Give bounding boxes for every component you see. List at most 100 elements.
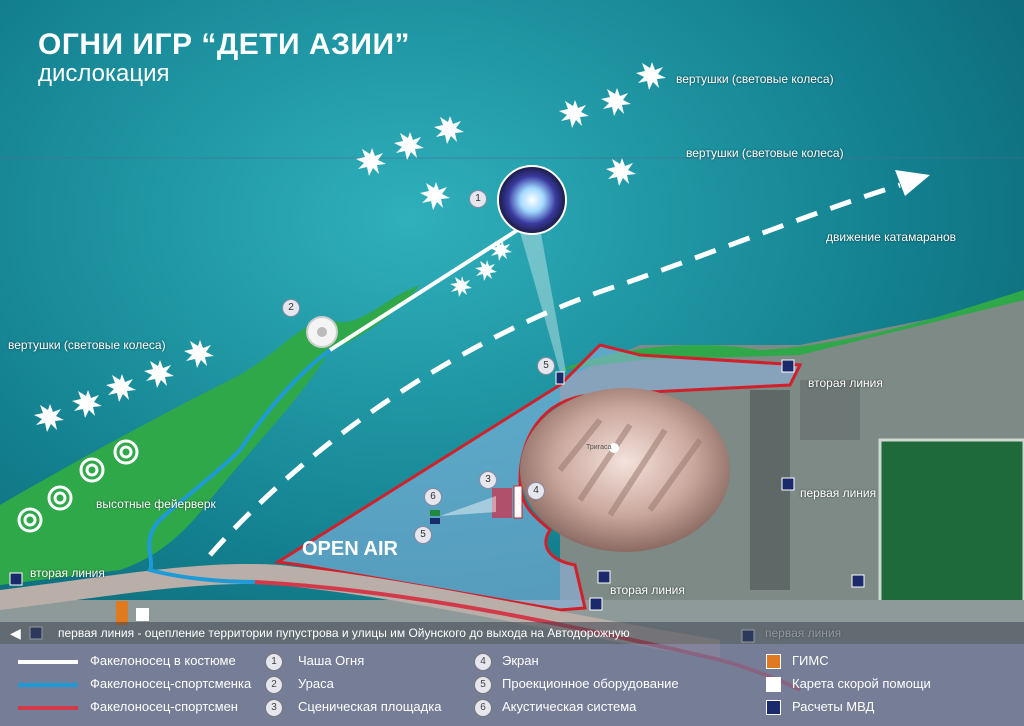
label-pinwheels-left: вертушки (световые колеса) bbox=[8, 338, 166, 352]
firework-ring bbox=[119, 445, 133, 459]
gims-post bbox=[116, 601, 128, 625]
firework-ring bbox=[47, 485, 73, 511]
stage-block bbox=[492, 488, 512, 518]
label-arena: Тригаса bbox=[586, 444, 612, 451]
pinwheel bbox=[606, 158, 636, 186]
mvd-square bbox=[781, 477, 795, 491]
marker-4: 4 bbox=[527, 482, 545, 500]
label-pinwheels-middle: вертушки (световые колеса) bbox=[686, 146, 844, 160]
stadium-field bbox=[878, 438, 1024, 632]
marker-5a: 5 bbox=[537, 357, 555, 375]
label-first-line-1: первая линия bbox=[800, 486, 877, 500]
label-second-line-1: вторая линия bbox=[808, 376, 883, 390]
road bbox=[0, 564, 720, 660]
mvd-square bbox=[597, 570, 611, 584]
label-second-line-3: вторая линия bbox=[30, 566, 105, 580]
first-line-note: первая линия - оцепление территории пупу… bbox=[58, 626, 630, 640]
first-line-note-bar: ◀ первая линия - оцепление территории пу… bbox=[0, 622, 1024, 644]
legend-item-2: Ураса bbox=[298, 676, 334, 691]
legend-num-2: 2 bbox=[265, 676, 283, 694]
projector-block bbox=[430, 518, 440, 524]
mvd-square bbox=[589, 597, 603, 611]
legend-line-blue bbox=[18, 683, 78, 687]
pinwheel bbox=[475, 260, 497, 281]
fire-bowl bbox=[497, 165, 567, 235]
route-blue bbox=[147, 348, 332, 584]
label-second-line-2: вторая линия bbox=[610, 583, 685, 597]
marker-1: 1 bbox=[469, 190, 487, 208]
mvd-square bbox=[781, 359, 795, 373]
pinwheel bbox=[434, 116, 464, 144]
legend-item-3: Сценическая площадка bbox=[298, 699, 442, 714]
pinwheel bbox=[184, 340, 214, 368]
pinwheel bbox=[601, 88, 631, 116]
legend-line-label-1: Факелоносец в костюме bbox=[90, 653, 236, 668]
pinwheel bbox=[106, 374, 136, 402]
pinwheel bbox=[72, 390, 102, 418]
label-high-fireworks: высотные фейерверк bbox=[96, 497, 216, 511]
urasa-center bbox=[317, 327, 327, 337]
ambulance-post bbox=[136, 608, 149, 621]
map-subtitle: дислокация bbox=[38, 60, 170, 87]
label-pinwheels-top: вертушки (световые колеса) bbox=[676, 72, 834, 86]
legend-num-4: 4 bbox=[474, 653, 492, 671]
mvd-square bbox=[9, 572, 23, 586]
legend-num-6: 6 bbox=[474, 699, 492, 717]
pinwheel bbox=[356, 148, 386, 176]
left-arrow-icon: ◀ bbox=[10, 625, 21, 641]
legend-gims-swatch bbox=[766, 654, 781, 669]
firework-ring bbox=[17, 507, 43, 533]
firework-ring bbox=[85, 463, 99, 477]
pinwheel bbox=[559, 100, 589, 128]
firework-ring bbox=[79, 457, 105, 483]
legend-line-label-2: Факелоносец-спортсменка bbox=[90, 676, 252, 691]
catamaran-arrowhead bbox=[895, 170, 930, 196]
pinwheel bbox=[394, 132, 424, 160]
legend-line-white bbox=[18, 660, 78, 664]
mvd-square bbox=[851, 574, 865, 588]
catamaran-route bbox=[208, 182, 901, 557]
pinwheel bbox=[34, 404, 64, 432]
legend-ambulance: Карета скорой помощи bbox=[792, 676, 931, 691]
legend-ambulance-swatch bbox=[766, 677, 781, 692]
marker-2: 2 bbox=[282, 299, 300, 317]
screen-block bbox=[513, 485, 523, 519]
legend-line-red bbox=[18, 706, 78, 710]
pinwheel bbox=[144, 360, 174, 388]
marker-6: 6 bbox=[424, 488, 442, 506]
legend-gims: ГИМС bbox=[792, 653, 829, 668]
firework-ring bbox=[23, 513, 37, 527]
label-catamarans: движение катамаранов bbox=[826, 230, 957, 244]
legend-mvd: Расчеты МВД bbox=[792, 699, 875, 714]
pinwheel bbox=[636, 62, 666, 90]
legend-num-3: 3 bbox=[265, 699, 283, 717]
legend-mvd-swatch bbox=[766, 700, 781, 715]
pinwheel bbox=[450, 276, 472, 297]
legend-item-1: Чаша Огня bbox=[298, 653, 365, 668]
legend-num-5: 5 bbox=[474, 676, 492, 694]
green-shore-right bbox=[560, 290, 1024, 370]
acoustic-block bbox=[430, 510, 440, 516]
pinwheel-group bbox=[34, 62, 666, 432]
projection-beam-stage bbox=[440, 496, 496, 516]
legend-item-6: Акустическая система bbox=[502, 699, 637, 714]
arena-point bbox=[609, 443, 619, 453]
firework-rings bbox=[17, 439, 139, 533]
legend-item-4: Экран bbox=[502, 653, 539, 668]
legend-num-1: 1 bbox=[265, 653, 283, 671]
legend-item-5: Проекционное оборудование bbox=[502, 676, 679, 691]
arena-dome bbox=[520, 388, 730, 552]
marker-3: 3 bbox=[479, 471, 497, 489]
label-open-air: OPEN AIR bbox=[302, 538, 398, 560]
city-block-2 bbox=[800, 380, 860, 440]
firework-ring bbox=[113, 439, 139, 465]
marker-5b: 5 bbox=[414, 526, 432, 544]
legend-line-label-3: Факелоносец-спортсмен bbox=[90, 699, 238, 714]
pinwheel bbox=[490, 240, 512, 261]
legend: Факелоносец в костюме Факелоносец-спортс… bbox=[0, 644, 1024, 726]
map-title: ОГНИ ИГР “ДЕТИ АЗИИ” bbox=[38, 28, 411, 61]
projector-square bbox=[555, 371, 565, 385]
firework-ring bbox=[53, 491, 67, 505]
projection-beam-bowl bbox=[520, 228, 566, 372]
